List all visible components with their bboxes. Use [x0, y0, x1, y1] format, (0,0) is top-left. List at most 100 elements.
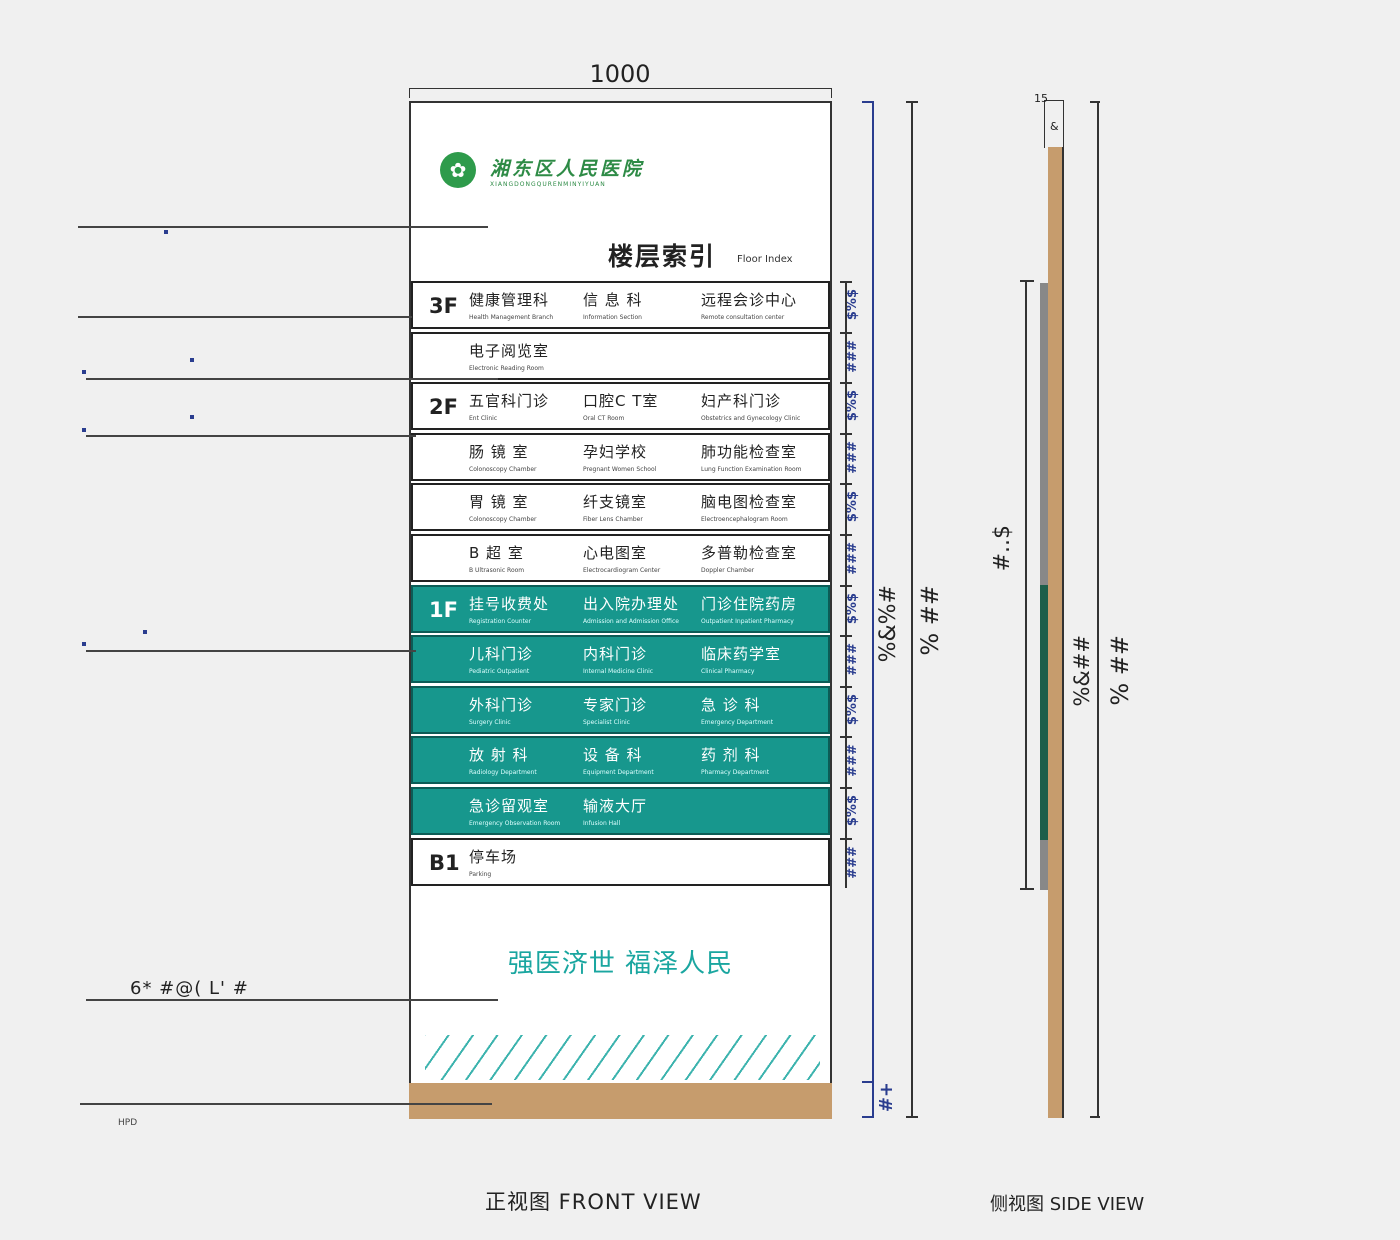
leader-dot — [82, 642, 86, 646]
department-name-cn: 肺功能检查室 — [701, 442, 798, 461]
row-dimension-label: ### — [845, 440, 860, 474]
department-name-cn: 设 备 科 — [583, 746, 643, 765]
front-view-title: 正视图 FRONT VIEW — [485, 1190, 702, 1214]
hospital-logo-icon: ✿ — [440, 152, 476, 188]
department-name-en: Electrocardiogram Center — [583, 567, 661, 574]
side-total-bar — [1097, 101, 1099, 1118]
decorative-hatch-pattern — [425, 1035, 820, 1080]
department-name-cn: 输液大厅 — [583, 797, 648, 815]
leader-line — [86, 435, 416, 437]
department-name-cn: 脑电图检查室 — [701, 493, 798, 512]
department-name-cn: 口腔C T室 — [583, 392, 659, 411]
panel-height-label: %&%# — [876, 585, 901, 663]
department-name-en: Specialist Clinic — [583, 718, 630, 726]
base-height-label: #+ — [876, 1082, 897, 1113]
department-name-en: Fiber Lens Chamber — [583, 516, 643, 524]
department-name-en: Parking — [469, 870, 492, 878]
row-dimension-label: ### — [845, 339, 860, 373]
department-name-en: Pregnant Women School — [583, 465, 657, 473]
dim-tick — [906, 1116, 918, 1118]
row-dimension-label: ### — [845, 744, 860, 778]
floor-index-title: 楼层索引 — [608, 242, 717, 271]
material-code-label: 6* #@( L' # — [130, 978, 249, 999]
department-name-cn: 停车场 — [469, 847, 518, 866]
department-entry: 外科门诊 Surgery Clinic — [469, 694, 533, 726]
row-dimension-label: $%$ — [845, 795, 860, 827]
dim-tick — [862, 1081, 874, 1083]
department-name-cn: 胃 镜 室 — [469, 493, 529, 512]
department-name-cn: 多普勒检查室 — [701, 544, 798, 562]
department-name-en: Surgery Clinic — [469, 718, 511, 726]
leader-dot — [82, 428, 86, 432]
sign-height-label: % ## — [916, 585, 944, 656]
floor-label: 1F — [429, 597, 458, 622]
hospital-name-cn: 湘东区人民医院 — [490, 158, 645, 180]
row-dimension-label: $%$ — [845, 289, 860, 321]
leader-dot — [190, 415, 194, 419]
department-name-en: Electronic Reading Room — [469, 364, 544, 372]
department-name-en: Pharmacy Department — [701, 769, 770, 777]
department-name-en: Information Section — [583, 314, 642, 321]
department-entry: 停车场 Parking — [469, 846, 517, 878]
department-name-en: Emergency Observation Room — [469, 820, 561, 827]
side-view-title: 侧视图 SIDE VIEW — [990, 1194, 1145, 1215]
side-top-dimension-2: & — [1050, 120, 1059, 133]
floor-label: 3F — [429, 294, 458, 318]
department-name-cn: 妇产科门诊 — [701, 392, 782, 411]
leader-line — [78, 316, 412, 318]
row-dimension-label: $%$ — [845, 491, 860, 523]
department-name-cn: 出入院办理处 — [583, 594, 680, 613]
department-name-en: Pediatric Outpatient — [469, 668, 530, 676]
department-name-en: Internal Medicine Clinic — [583, 668, 654, 676]
department-name-cn: 纤支镜室 — [583, 493, 648, 512]
leader-dot — [143, 630, 147, 634]
department-name-cn: 肠 镜 室 — [469, 442, 529, 461]
department-name-en: Emergency Department — [701, 718, 774, 726]
floor-label: B1 — [429, 850, 460, 875]
department-name-cn: 临床药学室 — [701, 645, 782, 664]
department-name-cn: 内科门诊 — [583, 645, 648, 664]
row-dimension-label: $%$ — [845, 592, 860, 624]
department-entry: 内科门诊 Internal Medicine Clinic — [583, 643, 653, 675]
row-dimension-label: $%$ — [845, 693, 860, 725]
dim-tick — [862, 101, 874, 103]
department-entry: 急 诊 科 Emergency Department — [701, 694, 773, 726]
department-name-cn: 远程会诊中心 — [701, 291, 798, 309]
department-entry: 专家门诊 Specialist Clinic — [583, 694, 647, 726]
department-name-cn: 急 诊 科 — [701, 695, 761, 714]
department-name-cn: 外科门诊 — [469, 695, 534, 714]
floor-index-subtitle: Floor Index — [737, 254, 793, 265]
department-name-cn: 药 剂 科 — [701, 746, 761, 765]
department-name-cn: 专家门诊 — [583, 695, 648, 714]
department-name-cn: 挂号收费处 — [469, 594, 550, 613]
rows-dimension-bar — [845, 281, 847, 889]
hospital-name-en: XIANGDONGQURENMINYIYUAN — [490, 181, 606, 188]
department-name-cn: 门诊住院药房 — [701, 594, 798, 613]
department-name-cn: 五官科门诊 — [469, 392, 550, 411]
department-name-en: Health Management Branch — [469, 314, 554, 321]
department-entry: 纤支镜室 Fiber Lens Chamber — [583, 491, 647, 523]
row-dimension-label: ### — [845, 542, 860, 575]
department-name-en: Colonoscopy Chamber — [469, 516, 537, 524]
leader-dot — [82, 370, 86, 374]
